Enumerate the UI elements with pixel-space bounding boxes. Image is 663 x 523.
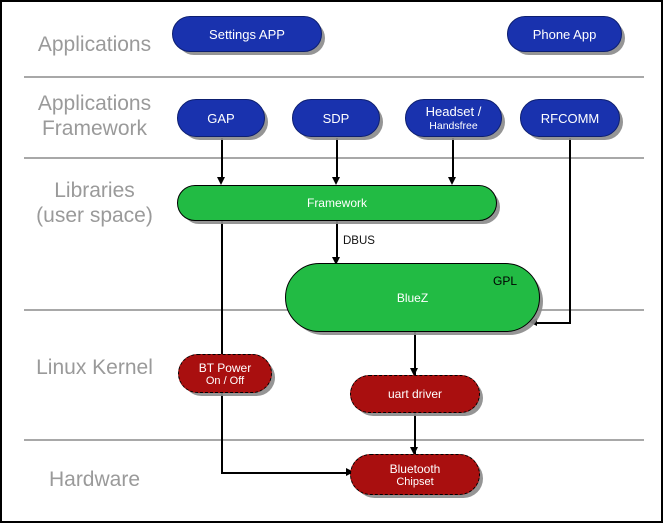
node-bt-power-label-line1: BT Power bbox=[198, 360, 252, 375]
node-bluez-label: BlueZ bbox=[396, 290, 429, 305]
arrowhead-uart-to-chipset bbox=[410, 447, 418, 455]
node-settings-app[interactable]: Settings APP bbox=[172, 16, 322, 52]
node-headset-handsfree-label-line2: Handsfree bbox=[429, 120, 478, 132]
layer-label-linux-kernel: Linux Kernel bbox=[36, 356, 153, 379]
node-uart-driver-label: uart driver bbox=[387, 387, 443, 401]
node-sdp-label: SDP bbox=[322, 110, 350, 126]
edge-label-dbus: DBUS bbox=[343, 235, 375, 247]
arrowhead-rfcomm-to-bluez bbox=[529, 318, 537, 326]
node-bt-power-label-line2: On / Off bbox=[205, 374, 245, 387]
connector-framework-to-chipset bbox=[221, 472, 351, 474]
layer-divider-framework bbox=[24, 157, 644, 159]
node-framework-label: Framework bbox=[306, 196, 367, 210]
node-bluetooth-chipset-label-line1: Bluetooth bbox=[389, 461, 441, 476]
node-bluez-gpl-tag: GPL bbox=[492, 274, 517, 288]
layer-label-libraries: Libraries (user space) bbox=[36, 179, 153, 227]
connector-rfcomm-down bbox=[569, 138, 571, 324]
node-bluez[interactable]: BlueZ GPL bbox=[285, 263, 540, 332]
connector-bluez-to-uart bbox=[414, 332, 416, 376]
arrowhead-sdp-to-framework bbox=[332, 177, 340, 185]
connector-framework-rail-down bbox=[221, 220, 223, 473]
node-rfcomm-label: RFCOMM bbox=[540, 110, 600, 126]
node-phone-app-label: Phone App bbox=[532, 26, 597, 42]
layer-label-applications-framework: Applications Framework bbox=[37, 92, 152, 140]
arrowhead-headset-to-framework bbox=[448, 177, 456, 185]
node-bt-power[interactable]: BT Power On / Off bbox=[178, 354, 272, 393]
connector-headset-to-framework bbox=[452, 138, 454, 180]
node-uart-driver[interactable]: uart driver bbox=[350, 375, 480, 413]
layer-label-hardware: Hardware bbox=[48, 468, 141, 491]
node-bluetooth-chipset-label-line2: Chipset bbox=[396, 475, 434, 488]
node-framework[interactable]: Framework bbox=[177, 185, 497, 221]
connector-uart-to-chipset bbox=[414, 412, 416, 456]
layer-label-applications: Applications bbox=[37, 33, 152, 56]
connector-gap-to-framework bbox=[221, 138, 223, 180]
layer-divider-applications bbox=[24, 76, 644, 78]
node-settings-app-label: Settings APP bbox=[209, 26, 285, 42]
arrowhead-gap-to-framework bbox=[217, 177, 225, 185]
node-headset-handsfree-label-line1: Headset / bbox=[425, 104, 482, 119]
arrowhead-bluez-to-uart bbox=[410, 368, 418, 376]
connector-framework-to-bluez bbox=[336, 220, 338, 260]
node-sdp[interactable]: SDP bbox=[292, 99, 380, 137]
arrowhead-framework-to-bluez bbox=[332, 257, 340, 265]
node-headset-handsfree[interactable]: Headset / Handsfree bbox=[405, 99, 502, 137]
node-gap-label: GAP bbox=[207, 110, 235, 126]
node-phone-app[interactable]: Phone App bbox=[507, 16, 622, 52]
node-bluetooth-chipset[interactable]: Bluetooth Chipset bbox=[350, 454, 480, 495]
node-rfcomm[interactable]: RFCOMM bbox=[520, 99, 620, 137]
node-gap[interactable]: GAP bbox=[177, 99, 265, 137]
connector-rfcomm-into-bluez bbox=[536, 322, 571, 324]
layer-divider-kernel bbox=[24, 439, 644, 441]
connector-sdp-to-framework bbox=[336, 138, 338, 180]
